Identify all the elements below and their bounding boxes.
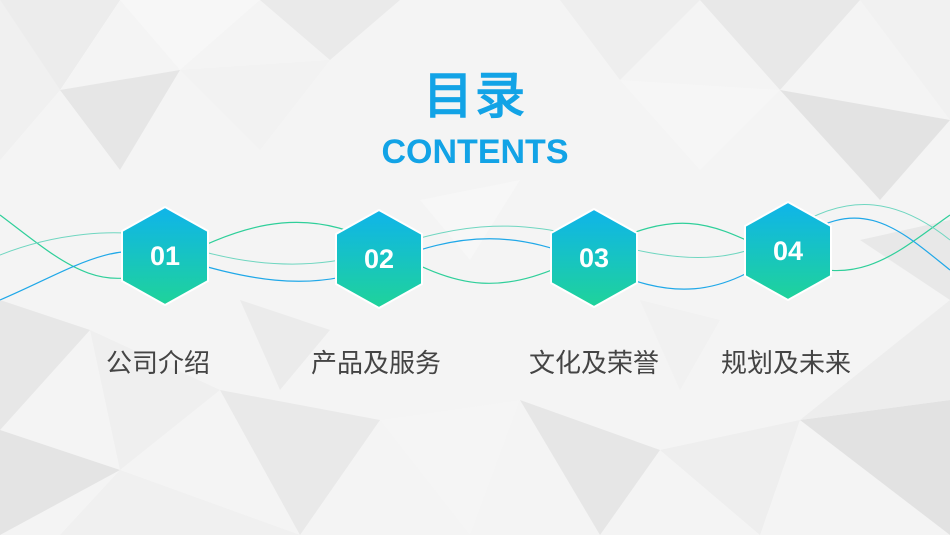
- section-label-01[interactable]: 公司介绍: [105, 349, 210, 379]
- section-badge-01[interactable]: 01: [118, 205, 212, 307]
- section-number: 02: [363, 244, 395, 274]
- section-badge-04[interactable]: 04: [741, 200, 835, 302]
- hexagon-icon: [550, 208, 638, 308]
- section-badge-03[interactable]: 03: [547, 207, 641, 309]
- section-badge-02[interactable]: 02: [332, 208, 426, 310]
- section-number: 01: [149, 241, 181, 271]
- page-subtitle: CONTENTS: [381, 133, 569, 171]
- section-number: 04: [772, 236, 804, 266]
- hexagon-icon: [121, 206, 209, 306]
- section-number: 03: [578, 243, 610, 273]
- section-label-03[interactable]: 文化及荣誉: [528, 349, 659, 379]
- section-label-02[interactable]: 产品及服务: [310, 349, 441, 379]
- hexagon-icon: [335, 209, 423, 309]
- page-title: 目录: [423, 67, 527, 125]
- hexagon-icon: [744, 201, 832, 301]
- section-label-04[interactable]: 规划及未来: [720, 349, 851, 379]
